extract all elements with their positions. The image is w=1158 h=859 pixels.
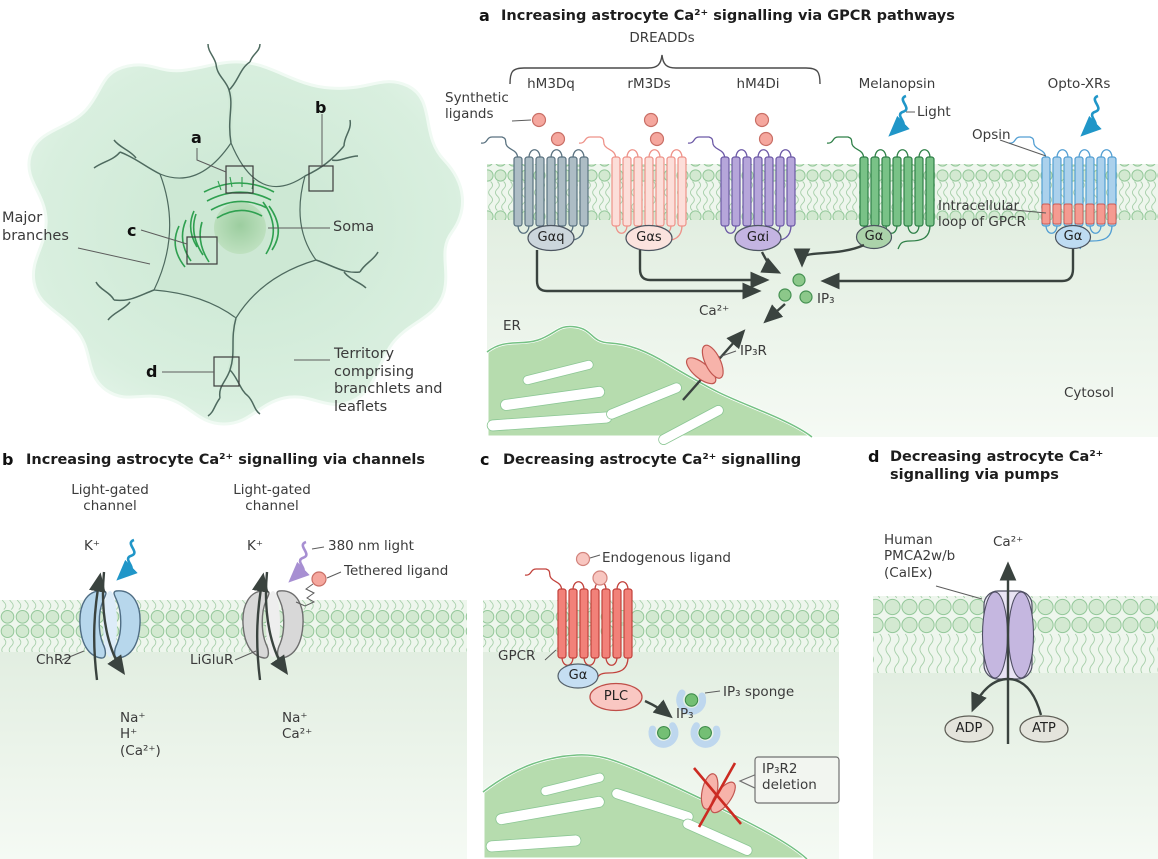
ga-green-label: Gα: [864, 229, 884, 245]
receptor-label-hm3dq: hM3Dq: [527, 76, 575, 92]
light-bolt-icon: [891, 95, 908, 136]
chr2-ions-label: Na⁺ H⁺ (Ca²⁺): [120, 710, 161, 759]
g-protein-ga-blue: [1054, 224, 1092, 250]
ip3-molecules: [778, 273, 813, 304]
light-gated-channel-label-2: Light-gated channel: [233, 482, 311, 515]
panel-a-tag: a: [479, 6, 490, 25]
light-bolt-icon: [1083, 95, 1100, 136]
marker-b: b: [315, 98, 327, 117]
panel-d-tag: d: [868, 447, 880, 466]
opsin-label: Opsin: [972, 127, 1011, 143]
panel-b-title: Increasing astrocyte Ca²⁺ signalling via…: [26, 452, 426, 468]
intracellular-loop-label: Intracellular loop of GPCR: [938, 198, 1026, 231]
pmca-pump-lobe: [981, 591, 1009, 679]
ip3r-label: IP₃R: [740, 343, 767, 359]
k-label-2: K⁺: [247, 538, 263, 554]
gai-label: Gαi: [746, 230, 770, 246]
tethered-ligand-label: Tethered ligand: [344, 563, 449, 579]
uv-light-bolt-icon: [291, 541, 308, 582]
ip3-sponge: [650, 723, 678, 748]
astrocyte-label-lines: [77, 114, 330, 373]
liglur-ions-label: Na⁺ Ca²⁺: [282, 710, 313, 743]
atp-adp-arrow: [971, 677, 1043, 716]
liglur-label: LiGluR: [190, 652, 234, 668]
panel-c-title: Decreasing astrocyte Ca²⁺ signalling: [503, 452, 802, 468]
er-label: ER: [503, 318, 521, 334]
k-label-1: K⁺: [84, 538, 100, 554]
g-protein-ga-green: [855, 224, 893, 250]
territory-label: Territory comprising branchlets and leaf…: [334, 346, 443, 416]
panel-a-graphics: [481, 54, 1158, 445]
g-protein-gai: [734, 224, 782, 252]
nm-light-label: 380 nm light: [328, 538, 414, 554]
marker-d: d: [146, 362, 158, 381]
light-bolt-icon: [119, 539, 136, 580]
ip3-sponge: [691, 723, 719, 748]
ip3-label-a: IP₃: [817, 291, 835, 307]
plc-enzyme: [589, 682, 643, 712]
panel-b-graphics: [0, 539, 467, 859]
receptor-label-rm3ds: rM3Ds: [627, 76, 671, 92]
signalling-arrows-a: [535, 243, 1075, 401]
endogenous-ligand-label: Endogenous ligand: [602, 550, 731, 566]
light-gated-channel-label-1: Light-gated channel: [71, 482, 149, 515]
panel-c-tag: c: [480, 450, 490, 469]
chr2-label: ChR2: [36, 652, 72, 668]
synthetic-ligands-label: Synthetic ligands: [445, 90, 509, 123]
pmca-pump-lobe: [1007, 591, 1035, 679]
light-label: Light: [917, 104, 951, 120]
ip3r2-deletion-label: IP₃R2 deletion: [762, 761, 817, 794]
er-organelle-c: [481, 753, 810, 859]
panel-d-graphics: [873, 561, 1158, 859]
receptor-label-hm4di: hM4Di: [736, 76, 780, 92]
ca-label-a: Ca²⁺: [699, 303, 730, 319]
g-protein-gas: [625, 224, 673, 252]
astrocyte-soma: [214, 202, 266, 254]
dreadds-bracket: [509, 54, 821, 85]
marker-a: a: [191, 128, 202, 147]
ip3-sponge-label: IP₃ sponge: [723, 684, 795, 700]
deletion-callout-box: [754, 756, 840, 804]
panel-d-title: Decreasing astrocyte Ca²⁺ signalling via…: [890, 449, 1104, 483]
pmca-pump-label: Human PMCA2w/b (CalEx): [884, 532, 956, 581]
receptor-label-optoxr: Opto-XRs: [1047, 76, 1111, 92]
cytosol-label: Cytosol: [1064, 385, 1115, 401]
astrocyte-territory: [27, 43, 464, 426]
adp-molecule: [944, 715, 994, 743]
marker-c: c: [127, 221, 137, 240]
endogenous-ligand-dot: [575, 551, 591, 567]
gas-label: Gαs: [636, 230, 662, 246]
panel-b-tag: b: [2, 450, 14, 469]
ca-label-d: Ca²⁺: [993, 534, 1024, 550]
optoxr-intracellular-loops: [1041, 203, 1117, 225]
dreadds-label: DREADDs: [629, 30, 695, 46]
panel-c-graphics: [481, 551, 840, 859]
ga-blue-label: Gα: [1063, 229, 1083, 245]
deletion-cross-icon: [693, 762, 742, 828]
er-organelle-a: [485, 324, 817, 445]
major-branches-label: Major branches: [2, 210, 69, 244]
g-protein-gaq: [527, 224, 575, 252]
tethered-ligand-dot: [311, 571, 327, 587]
adp-label: ADP: [955, 721, 983, 737]
astrocyte-branches: [93, 43, 379, 417]
ion-flux-arrows-b: [89, 571, 289, 681]
gaq-label: Gαq: [537, 230, 565, 246]
plasma-membrane-c: [483, 600, 839, 652]
gpcr-label: GPCR: [498, 648, 536, 664]
zoom-boxes: [186, 165, 334, 387]
synthetic-ligand-dots: [531, 112, 774, 147]
plc-label: PLC: [603, 689, 629, 705]
receptor-label-melanopsin: Melanopsin: [858, 76, 936, 92]
atp-label: ATP: [1032, 721, 1056, 737]
soma-label: Soma: [333, 219, 375, 235]
ip3-label-c: IP₃: [676, 706, 694, 722]
plasma-membrane-b: [0, 600, 467, 652]
ga-label-c: Gα: [568, 668, 588, 684]
panel-a-title: Increasing astrocyte Ca²⁺ signalling via…: [501, 8, 955, 24]
atp-molecule: [1019, 715, 1069, 743]
g-protein-ga-c: [557, 663, 599, 689]
